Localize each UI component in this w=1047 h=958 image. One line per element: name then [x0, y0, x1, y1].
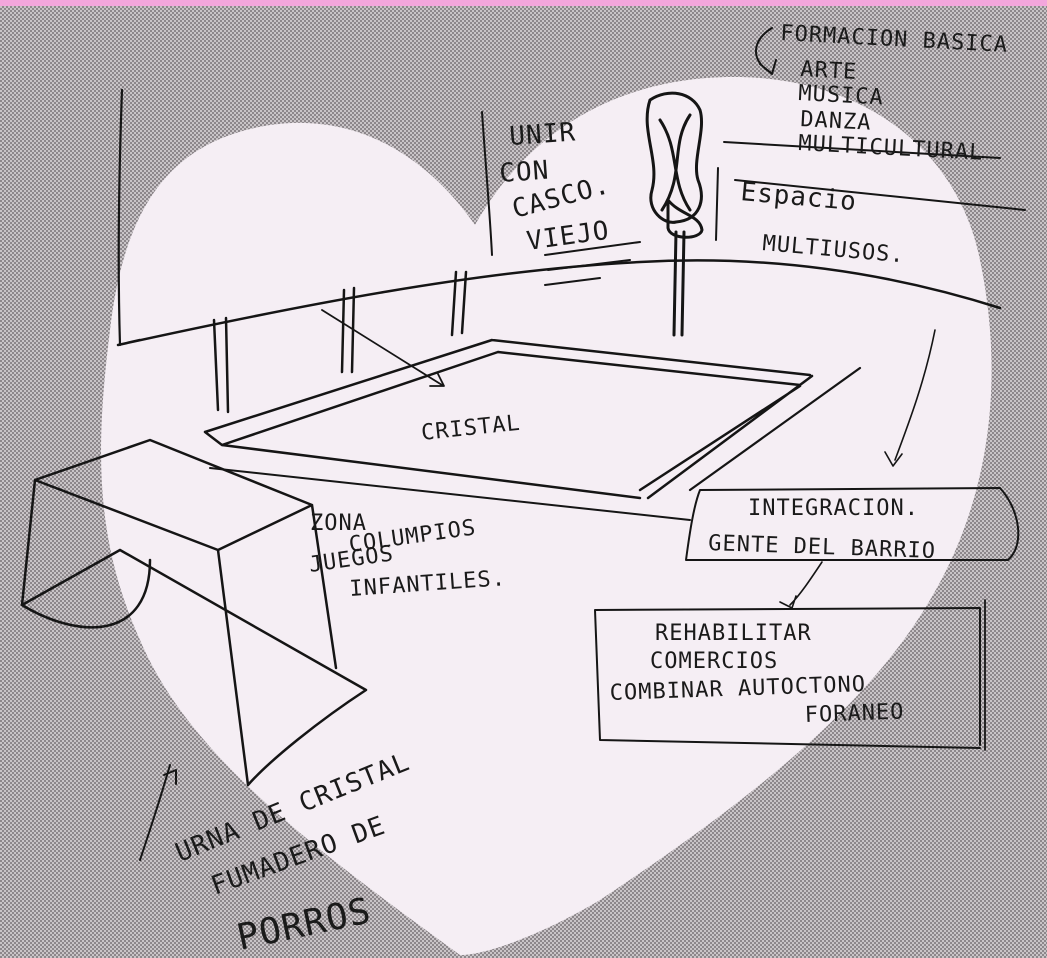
viejo-underline — [544, 241, 641, 286]
label-rehabilitar: REHABILITAR — [655, 621, 812, 646]
building-left-edge — [117, 88, 124, 347]
label-con: CON — [498, 156, 550, 189]
pillar-1 — [212, 316, 230, 414]
label-zona: ZONA — [310, 511, 367, 536]
arrow-integracion-to-rehab — [779, 561, 823, 609]
label-danza: DANZA — [800, 107, 872, 136]
top-pink-strip — [0, 0, 1047, 6]
building-outline — [116, 259, 1002, 347]
ground-line — [209, 467, 691, 521]
children-zone-box — [20, 438, 368, 787]
label-comercios: COMERCIOS — [650, 649, 778, 674]
plaza-glass-square — [203, 338, 814, 500]
building-inner-edge — [481, 111, 493, 256]
sculpture-pole — [672, 230, 686, 337]
arrow-to-cristal — [321, 309, 445, 387]
label-foraneo: FORANEO — [804, 700, 905, 728]
frame-lines — [715, 141, 1026, 241]
label-unir: UNIR — [508, 117, 577, 152]
heart-shape — [101, 77, 992, 955]
sculpture-figure — [645, 91, 704, 239]
integracion-box — [685, 487, 1020, 561]
arrow-to-urna — [139, 764, 177, 861]
label-musica: MUSICA — [798, 81, 885, 110]
pillar-3 — [450, 270, 468, 337]
plaza-right-edge — [688, 366, 862, 492]
arrow-formacion — [755, 27, 777, 75]
arrow-multiusos-to-integracion — [884, 329, 936, 467]
label-integracion: INTEGRACION. — [748, 496, 919, 521]
label-arte: ARTE — [800, 57, 858, 85]
rehabilitar-box — [594, 607, 981, 749]
